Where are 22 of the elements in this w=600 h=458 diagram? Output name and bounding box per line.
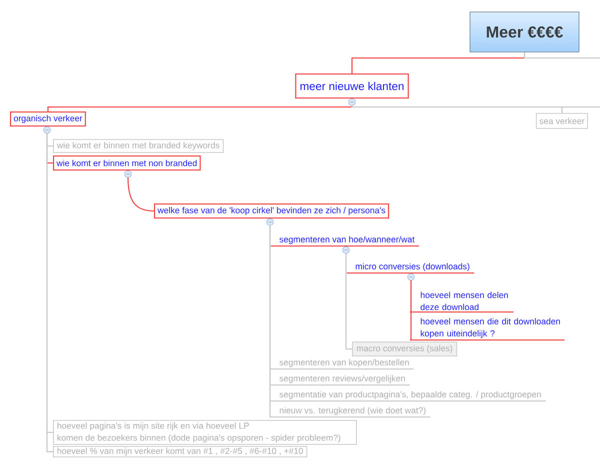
topic-box: organisch verkeer [10,111,86,127]
underlined-topic: micro conversies (downloads) [347,263,474,274]
underlined-topic: nieuw vs. terugkerend (wie doet wat?) [271,407,430,418]
curved-connector [127,177,154,212]
connector-line [47,105,353,112]
topic-box: wie komt er binnen met branded keywords [53,139,224,153]
connector-line [345,253,352,350]
topic-box: meer nieuwe klanten [295,73,409,99]
topic-box: wie komt er binnen met non branded [53,155,201,171]
connector-line [410,280,412,341]
topic-box: sea verkeer [536,113,588,129]
connector-line [524,52,600,59]
topic-box: welke fase van de 'koop cirkel' bevinden ze zich / persona's [154,203,390,219]
underlined-topic: segmenteren van kopen/bestellen [271,359,414,370]
topic-box: hoeveel % van mijn verkeer komt van #1 , #2-#5 , #6-#10 , +#10 [53,446,308,458]
underlined-topic: segmenteren reviews/vergelijken [271,375,410,386]
central-topic-box: Meer €€€€ [470,12,580,52]
connector-line [351,105,600,108]
underlined-topic: segmenteren van hoe/wanneer/wat [271,236,419,247]
topic-box: macro conversies (sales) [352,342,458,356]
underlined-topic: segmentatie van productpagina's, bepaalde categ. / productgroepen [271,391,546,402]
underlined-topic: hoeveel mensen die dit downloaden kopen uiteindelijk ? [410,318,565,341]
